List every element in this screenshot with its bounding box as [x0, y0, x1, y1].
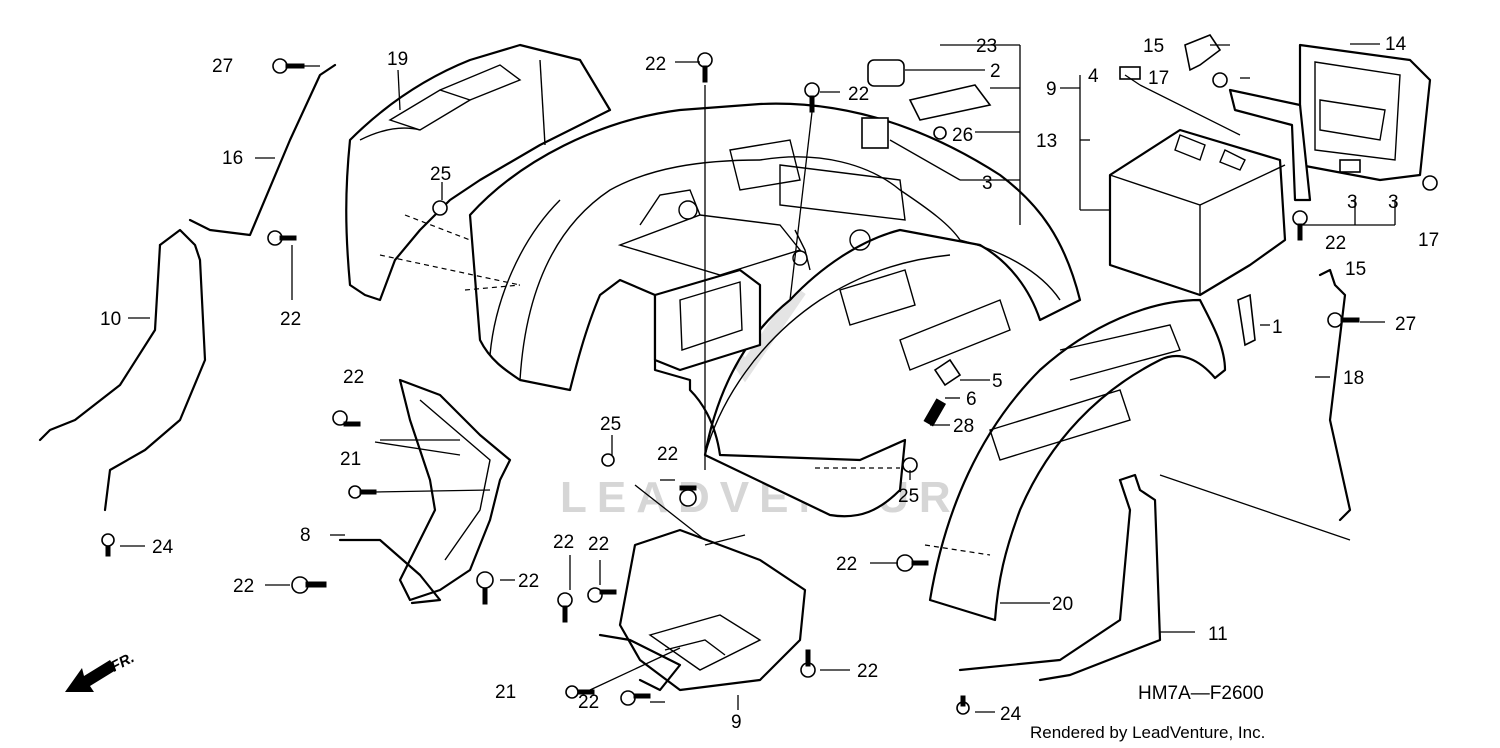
drawing-code: HM7A—F2600	[1138, 683, 1264, 704]
callout-7: 9	[1046, 79, 1057, 100]
callout-22h: 22	[518, 571, 539, 592]
leader-lines	[120, 43, 1396, 713]
callout-16: 16	[222, 148, 243, 169]
battery-box	[1108, 43, 1432, 297]
callout-25b: 25	[898, 486, 919, 507]
callout-22d: 22	[1325, 233, 1346, 254]
callout-22c: 22	[848, 84, 869, 105]
callout-21b: 21	[495, 682, 516, 703]
fender-flap-left	[345, 43, 612, 302]
callout-24a: 24	[152, 537, 174, 558]
support-rods	[38, 63, 1352, 682]
callout-28: 28	[953, 416, 974, 437]
callout-17a: 17	[1148, 68, 1169, 89]
callout-5: 5	[992, 371, 1003, 392]
callout-25c: 25	[600, 414, 621, 435]
small-parts	[432, 34, 1361, 473]
callout-24b: 24	[1000, 704, 1022, 725]
callout-22l: 22	[578, 692, 599, 713]
callout-22e: 22	[836, 554, 857, 575]
callout-15: 15	[1345, 259, 1366, 280]
callout-22m: 22	[857, 661, 878, 682]
callout-3c: 3	[1388, 192, 1399, 213]
callout-4: 4	[1088, 66, 1099, 87]
callout-22i: 22	[657, 444, 678, 465]
battery-bracket	[1228, 88, 1312, 202]
callout-22a: 22	[280, 309, 301, 330]
callout-22b: 22	[645, 54, 666, 75]
callout-12: 13	[1036, 131, 1057, 152]
callout-19: 19	[387, 49, 408, 70]
callout-14: 15	[1143, 36, 1164, 57]
callout-27a: 27	[212, 56, 233, 77]
callout-26: 26	[952, 125, 973, 146]
splash-guard-right	[598, 528, 807, 692]
callout-22j: 22	[553, 532, 574, 553]
callout-numbers: 27 16 10 19 22 25 22 22 23 2 9 26 3 4 13…	[100, 34, 1439, 733]
callout-11: 11	[1208, 624, 1228, 645]
callout-13: 14	[1385, 34, 1407, 55]
front-direction-indicator: FR.	[65, 649, 137, 692]
credit-line: Rendered by LeadVenture, Inc.	[1030, 723, 1265, 742]
callout-18: 18	[1343, 368, 1364, 389]
rear-fender-main	[468, 102, 1082, 518]
callout-22f: 22	[343, 367, 364, 388]
fasteners	[101, 52, 1438, 715]
callout-3b: 3	[1347, 192, 1358, 213]
callout-2: 2	[990, 61, 1001, 82]
callout-10: 10	[100, 309, 121, 330]
callout-22g: 22	[233, 576, 254, 597]
callout-22k: 22	[588, 534, 609, 555]
fender-flap-right	[928, 298, 1227, 622]
callout-17b: 17	[1418, 230, 1439, 251]
callout-27b: 27	[1395, 314, 1416, 335]
callout-25a: 25	[430, 164, 451, 185]
callout-20: 20	[1052, 594, 1073, 615]
callout-8: 8	[300, 525, 311, 546]
callout-1: 1	[1272, 317, 1283, 338]
callout-9: 9	[731, 712, 742, 733]
callout-21a: 21	[340, 449, 361, 470]
callout-6: 6	[966, 389, 977, 410]
callout-3a: 3	[982, 173, 993, 194]
callout-23: 23	[976, 36, 997, 57]
